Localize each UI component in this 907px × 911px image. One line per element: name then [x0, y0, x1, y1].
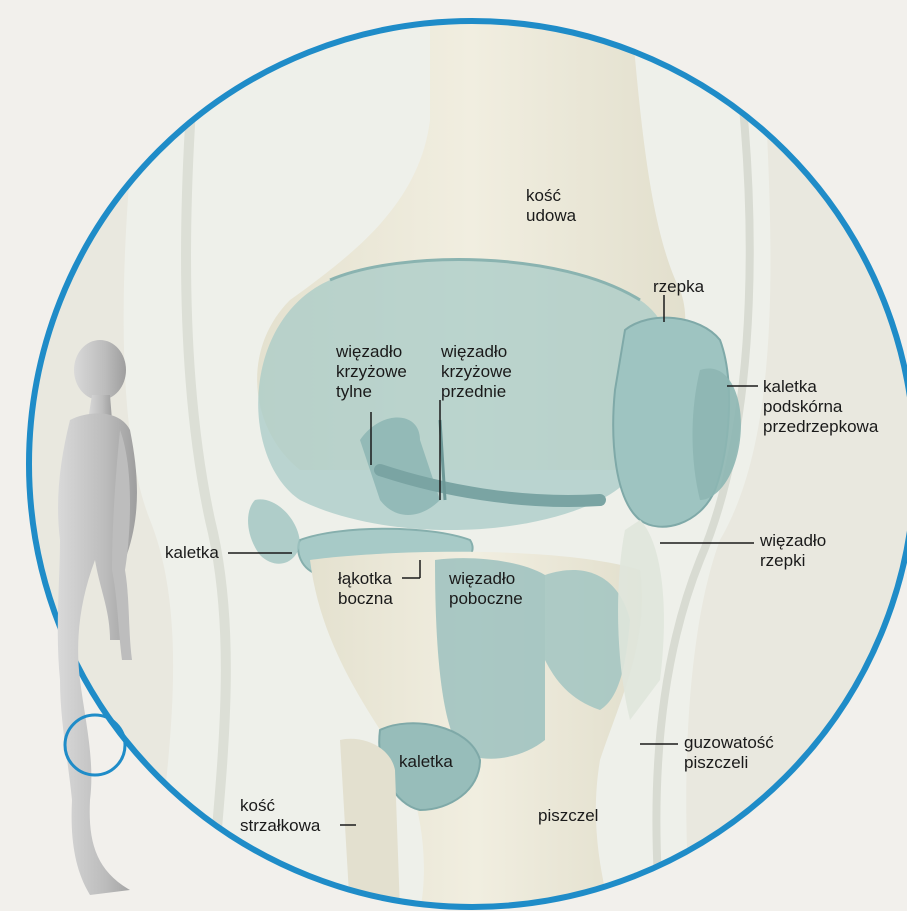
label-rzepka: rzepka	[653, 277, 704, 297]
label-piszczel: piszczel	[538, 806, 598, 826]
label-kaletka-lewa: kaletka	[165, 543, 219, 563]
label-kaletka-dolna: kaletka	[399, 752, 453, 772]
